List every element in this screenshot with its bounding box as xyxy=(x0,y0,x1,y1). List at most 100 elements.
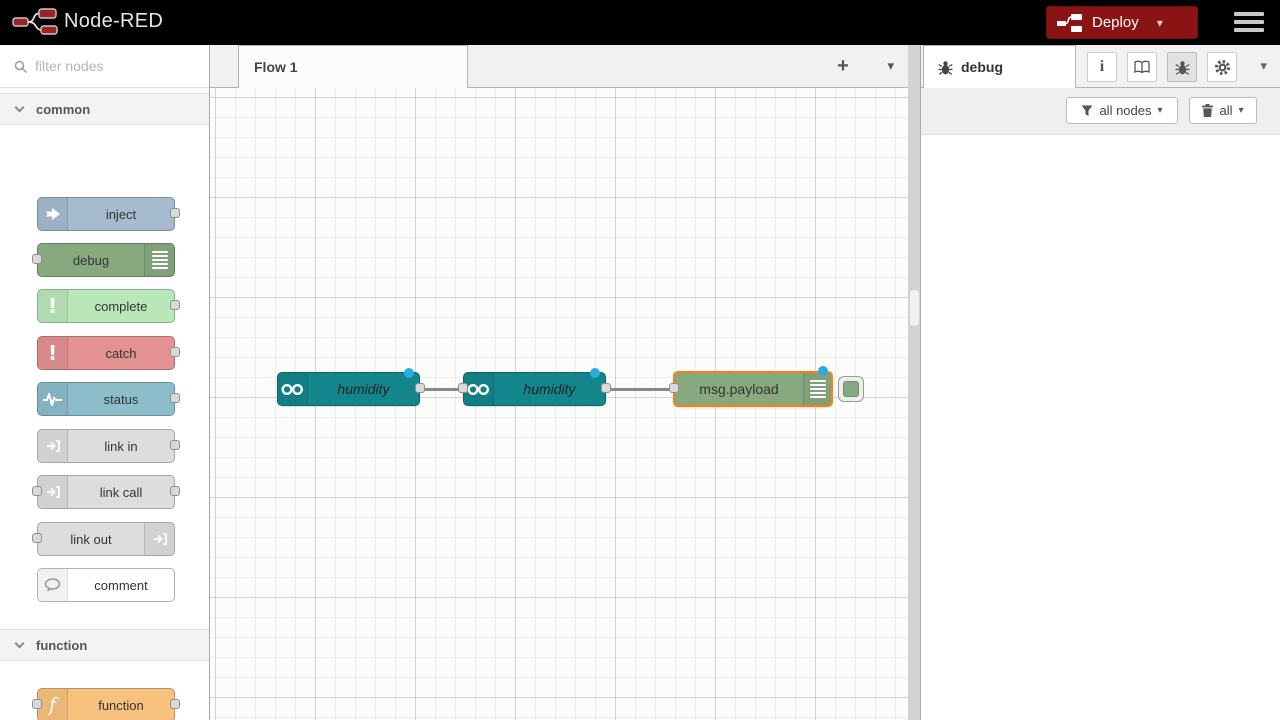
flow-canvas[interactable]: humidity humidity msg.payload xyxy=(210,88,908,720)
output-port[interactable] xyxy=(415,383,425,393)
exclamation-icon: ! xyxy=(38,337,68,369)
palette-node-debug[interactable]: debug xyxy=(32,243,175,277)
link-icon xyxy=(38,430,68,462)
filter-label: all nodes xyxy=(1099,103,1152,118)
input-port[interactable] xyxy=(32,533,42,543)
canvas-vertical-scrollbar[interactable] xyxy=(908,45,920,720)
deploy-label: Deploy xyxy=(1092,14,1139,31)
trash-icon xyxy=(1202,104,1214,117)
debug-filter-bar: all nodes ▾ all ▾ xyxy=(921,88,1280,135)
category-common[interactable]: common xyxy=(0,93,209,125)
deploy-caret-icon[interactable]: ▾ xyxy=(1156,15,1163,30)
flow-node-humidity-1[interactable]: humidity xyxy=(277,368,425,406)
pulse-icon xyxy=(38,383,68,415)
palette-node-link-in[interactable]: link in xyxy=(37,429,180,463)
output-port[interactable] xyxy=(170,699,180,709)
sidebar-tab-bar: debug i xyxy=(921,45,1280,88)
tab-flow-1[interactable]: Flow 1 xyxy=(238,45,468,88)
palette-node-complete[interactable]: ! complete xyxy=(37,289,180,323)
bug-icon xyxy=(938,60,953,75)
palette-node-label: link in xyxy=(104,438,138,454)
wire[interactable] xyxy=(608,388,670,391)
debug-clear-button[interactable]: all ▾ xyxy=(1189,97,1257,124)
flow-list-caret-icon[interactable]: ▾ xyxy=(887,58,894,73)
palette-node-catch[interactable]: ! catch xyxy=(37,336,180,370)
right-sidebar: debug i xyxy=(920,45,1280,720)
flow-node-msg-payload[interactable]: msg.payload xyxy=(669,366,833,407)
palette-node-label: debug xyxy=(72,252,110,268)
unsaved-changes-dot xyxy=(818,366,828,376)
output-port[interactable] xyxy=(170,347,180,357)
settings-tab-button[interactable] xyxy=(1207,52,1237,82)
deploy-button[interactable]: Deploy ▾ xyxy=(1046,6,1198,39)
header: Node-RED Deploy ▾ xyxy=(0,0,1280,45)
search-placeholder: filter nodes xyxy=(35,58,104,74)
sidebar-menu-caret-icon[interactable]: ▾ xyxy=(1260,58,1267,73)
bug-icon xyxy=(1174,60,1190,75)
funnel-icon xyxy=(1081,105,1093,116)
link-icon xyxy=(38,476,68,508)
output-port[interactable] xyxy=(170,393,180,403)
deploy-icon xyxy=(1057,13,1082,33)
palette-node-inject[interactable]: inject xyxy=(37,197,180,231)
chevron-down-icon xyxy=(14,102,25,113)
info-icon: i xyxy=(1099,58,1105,75)
speech-bubble-icon xyxy=(38,569,68,601)
app-title: Node-RED xyxy=(64,10,164,32)
add-flow-button[interactable]: + xyxy=(837,55,849,77)
debug-tab-button[interactable] xyxy=(1167,52,1197,82)
debug-list-icon xyxy=(803,373,831,405)
flow-tab-label: Flow 1 xyxy=(254,59,298,75)
category-function[interactable]: function xyxy=(0,629,209,661)
unsaved-changes-dot xyxy=(590,368,600,378)
arduino-infinity-icon xyxy=(464,373,494,405)
gear-icon xyxy=(1214,59,1230,75)
output-port[interactable] xyxy=(170,300,180,310)
palette-node-status[interactable]: status xyxy=(37,382,180,416)
palette-node-label: catch xyxy=(105,345,137,361)
palette-node-label: complete xyxy=(94,298,148,314)
output-port[interactable] xyxy=(170,208,180,218)
palette-node-label: link out xyxy=(70,531,112,547)
palette-node-link-call[interactable]: link call xyxy=(32,475,180,509)
input-port[interactable] xyxy=(32,486,42,496)
wire[interactable] xyxy=(422,388,460,391)
main-menu-button[interactable] xyxy=(1234,12,1264,34)
palette-node-function[interactable]: f function xyxy=(32,688,180,720)
node-palette: filter nodes common inject debug ! compl… xyxy=(0,45,210,720)
link-icon xyxy=(144,523,174,555)
debug-enable-toggle[interactable] xyxy=(838,376,864,402)
input-port[interactable] xyxy=(458,383,468,393)
palette-search-input[interactable]: filter nodes xyxy=(0,45,209,88)
tab-debug[interactable]: debug xyxy=(923,45,1076,88)
palette-node-comment[interactable]: comment xyxy=(37,568,175,602)
help-tab-button[interactable] xyxy=(1127,52,1157,82)
arduino-infinity-icon xyxy=(278,373,308,405)
workspace: Flow 1 + ▾ humidity humidit xyxy=(210,45,908,720)
input-port[interactable] xyxy=(669,383,679,393)
debug-filter-button[interactable]: all nodes ▾ xyxy=(1066,97,1178,124)
input-port[interactable] xyxy=(32,254,42,264)
search-icon xyxy=(14,60,27,73)
debug-messages-panel[interactable] xyxy=(921,135,1280,720)
info-tab-button[interactable]: i xyxy=(1087,52,1117,82)
node-label: msg.payload xyxy=(699,381,779,397)
palette-node-label: function xyxy=(98,697,144,713)
output-port[interactable] xyxy=(170,440,180,450)
caret-down-icon: ▾ xyxy=(1238,105,1244,116)
unsaved-changes-dot xyxy=(404,368,414,378)
output-port[interactable] xyxy=(170,486,180,496)
input-port[interactable] xyxy=(32,699,42,709)
node-label: humidity xyxy=(337,381,390,397)
inject-arrow-icon xyxy=(38,198,68,230)
scrollbar-thumb[interactable] xyxy=(909,290,919,326)
palette-node-link-out[interactable]: link out xyxy=(32,522,175,556)
flow-node-humidity-2[interactable]: humidity xyxy=(458,368,611,406)
node-label: humidity xyxy=(523,381,576,397)
output-port[interactable] xyxy=(601,383,611,393)
flow-tab-bar: Flow 1 + ▾ xyxy=(210,45,908,88)
exclamation-icon: ! xyxy=(38,290,68,322)
palette-node-label: inject xyxy=(105,206,137,222)
chevron-down-icon xyxy=(14,638,25,649)
